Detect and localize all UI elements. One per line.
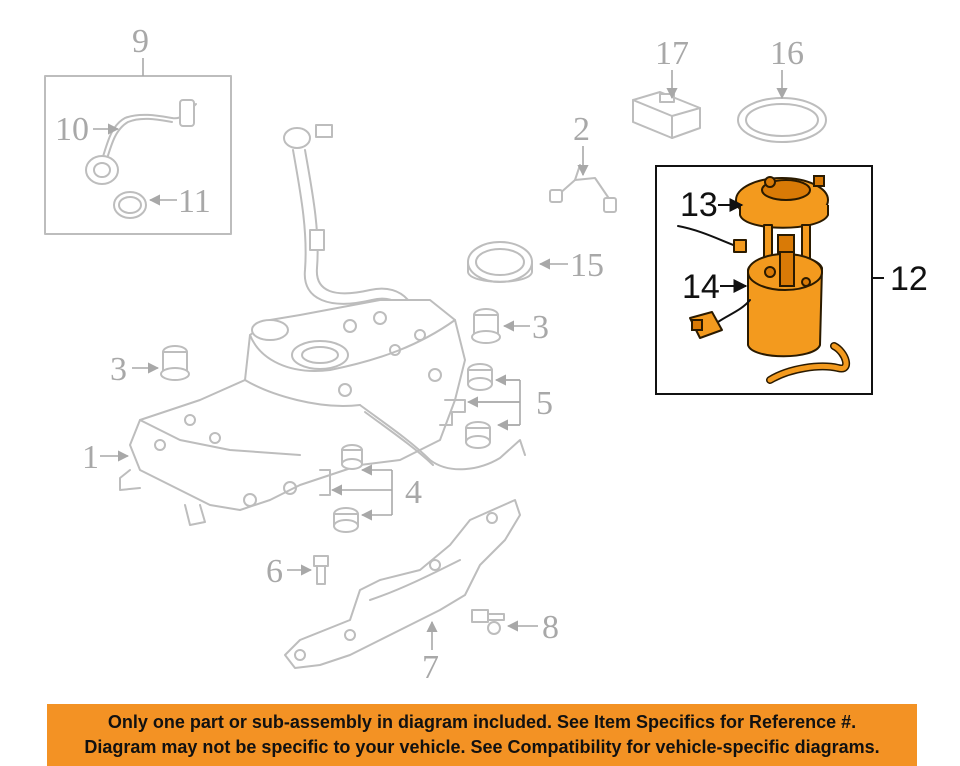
callout-11: 11	[178, 183, 211, 220]
callout-10: 10	[55, 111, 89, 148]
disclaimer-line-2: Diagram may not be specific to your vehi…	[84, 737, 880, 757]
callout-12: 12	[890, 260, 928, 298]
bushing-4	[319, 444, 363, 533]
callout-6: 6	[266, 553, 283, 590]
fuel-pump-module-12	[677, 175, 851, 384]
callout-8: 8	[542, 609, 559, 646]
heat-shield-7	[284, 499, 521, 669]
disclaimer-line-1: Only one part or sub-assembly in diagram…	[107, 712, 857, 732]
bolt-6	[313, 555, 329, 585]
callout-3-left: 3	[110, 351, 127, 388]
seal-ring-11	[113, 191, 147, 219]
callout-2: 2	[573, 111, 590, 148]
disclaimer-banner: Only one part or sub-assembly in diagram…	[47, 704, 917, 766]
callout-9: 9	[132, 23, 149, 60]
callout-7: 7	[422, 649, 439, 686]
callout-4: 4	[405, 474, 422, 511]
sender-harness-10	[85, 99, 197, 185]
module-17	[632, 91, 701, 139]
callout-15: 15	[570, 247, 604, 284]
bolt-8	[471, 609, 505, 635]
lock-ring-16	[737, 97, 827, 143]
insulator-3-left	[160, 345, 190, 381]
fuel-tank	[119, 299, 526, 526]
callout-5: 5	[536, 385, 553, 422]
callout-17: 17	[655, 35, 689, 72]
callout-1: 1	[82, 439, 99, 476]
callout-3-right: 3	[532, 309, 549, 346]
callout-13: 13	[680, 186, 718, 224]
lock-ring-15	[467, 241, 533, 283]
inset-box-9	[44, 58, 232, 235]
callout-14: 14	[682, 268, 720, 306]
bushing-5	[439, 363, 493, 449]
callout-16: 16	[770, 35, 804, 72]
insulator-3-right	[471, 308, 501, 344]
